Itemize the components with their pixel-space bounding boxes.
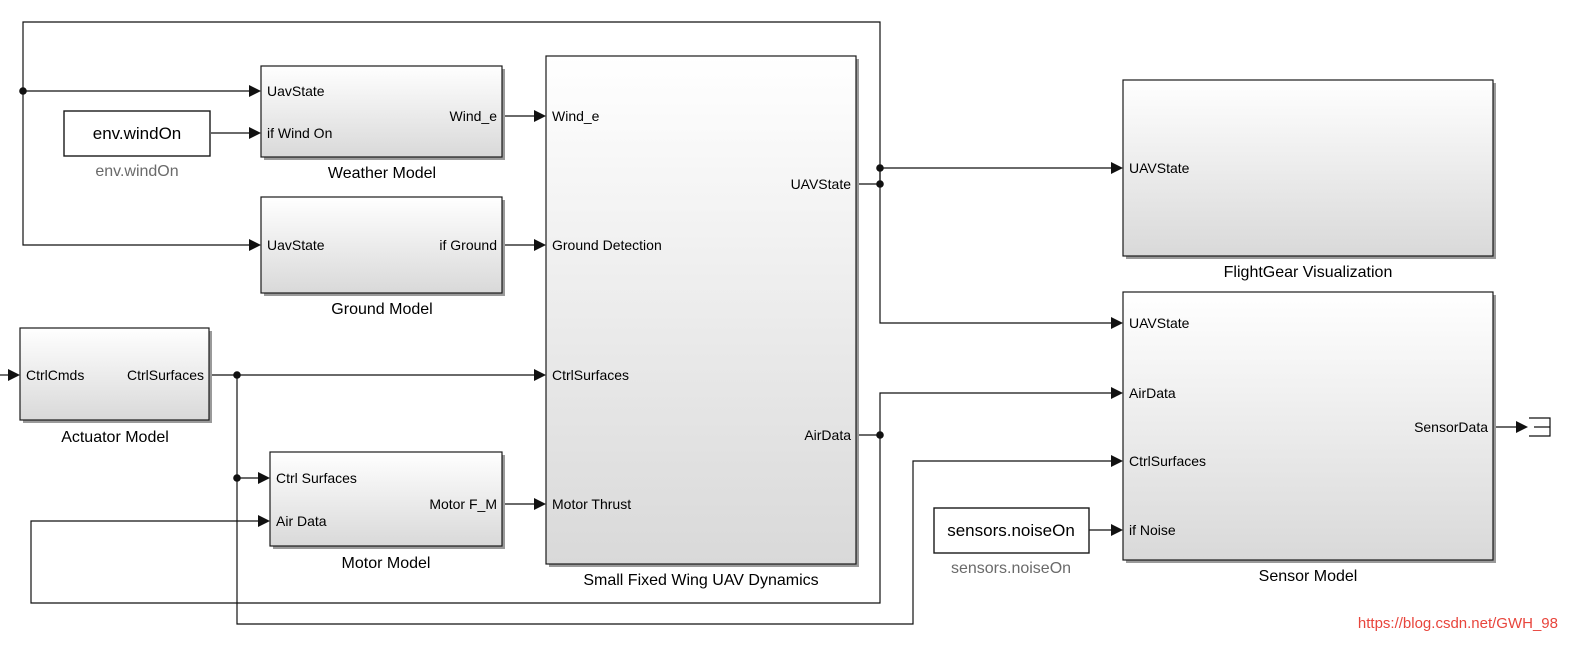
- arrowhead: [249, 85, 261, 97]
- dynamics-out-airdata-port: AirData: [804, 427, 851, 443]
- arrowhead: [1111, 455, 1123, 467]
- dynamics-in-motor-port: Motor Thrust: [552, 496, 631, 512]
- terminator-symbol: [1529, 417, 1551, 437]
- dynamics-out-uavstate-port: UAVState: [791, 176, 852, 192]
- branch-dot: [876, 180, 884, 188]
- flightgear-block[interactable]: UAVState FlightGear Visualization: [1122, 79, 1496, 281]
- windon-constant-block[interactable]: env.windOn env.windOn: [63, 110, 211, 180]
- motor-model-block[interactable]: Ctrl Surfaces Air Data Motor F_M Motor M…: [269, 451, 505, 572]
- arrowhead: [258, 472, 270, 484]
- weather-out-wind-port: Wind_e: [450, 108, 498, 124]
- uav-dynamics-block[interactable]: Wind_e Ground Detection CtrlSurfaces Mot…: [545, 55, 859, 589]
- signal-lines: [0, 21, 1516, 625]
- actuator-out-ctrlsurfaces-port: CtrlSurfaces: [127, 367, 204, 383]
- sensor-model-label: Sensor Model: [1259, 568, 1358, 585]
- motor-in-ctrlsurfaces-port: Ctrl Surfaces: [276, 470, 357, 486]
- sensor-in-noise-port: if Noise: [1129, 522, 1176, 538]
- noiseon-constant-label: sensors.noiseOn: [951, 560, 1071, 577]
- branch-points: [19, 87, 884, 482]
- terminator-block[interactable]: [1529, 417, 1551, 437]
- flightgear-in-uavstate-port: UAVState: [1129, 160, 1190, 176]
- sensor-in-uavstate-port: UAVState: [1129, 315, 1190, 331]
- branch-dot: [876, 431, 884, 439]
- arrowhead: [1111, 524, 1123, 536]
- branch-dot: [876, 164, 884, 172]
- windon-constant-value: env.windOn: [93, 124, 182, 143]
- noiseon-constant-block[interactable]: sensors.noiseOn sensors.noiseOn: [933, 507, 1090, 577]
- windon-constant-label: env.windOn: [95, 163, 178, 180]
- weather-in-uavstate-port: UavState: [267, 83, 325, 99]
- motor-in-airdata-port: Air Data: [276, 513, 327, 529]
- dynamics-in-wind-port: Wind_e: [552, 108, 600, 124]
- arrowhead: [534, 110, 546, 122]
- branch-dot: [233, 474, 241, 482]
- actuator-in-ctrlcmds-port: CtrlCmds: [26, 367, 84, 383]
- weather-in-windon-port: if Wind On: [267, 125, 332, 141]
- arrowhead: [534, 239, 546, 251]
- arrowhead: [1111, 387, 1123, 399]
- arrowhead: [249, 239, 261, 251]
- arrowheads: [8, 85, 1528, 536]
- arrowhead: [534, 498, 546, 510]
- actuator-model-label: Actuator Model: [61, 429, 169, 446]
- arrowhead: [258, 515, 270, 527]
- arrowhead: [1516, 421, 1528, 433]
- motor-model-label: Motor Model: [342, 555, 431, 572]
- arrowhead: [534, 369, 546, 381]
- wire-uavstate-out[interactable]: [857, 167, 1111, 324]
- ground-model-label: Ground Model: [331, 301, 432, 318]
- sensor-in-ctrlsurfaces-port: CtrlSurfaces: [1129, 453, 1206, 469]
- ground-in-uavstate-port: UavState: [267, 237, 325, 253]
- weather-model-label: Weather Model: [328, 165, 436, 182]
- uav-dynamics-label: Small Fixed Wing UAV Dynamics: [583, 572, 818, 589]
- motor-out-port: Motor F_M: [429, 496, 497, 512]
- weather-model-block[interactable]: UavState if Wind On Wind_e Weather Model: [260, 65, 505, 182]
- sensor-in-airdata-port: AirData: [1129, 385, 1176, 401]
- watermark-text: https://blog.csdn.net/GWH_98: [1358, 615, 1558, 632]
- wire-airdata[interactable]: [30, 392, 1111, 604]
- flightgear-label: FlightGear Visualization: [1224, 264, 1393, 281]
- arrowhead: [1111, 317, 1123, 329]
- wire-uavstate-feedback[interactable]: [22, 21, 881, 246]
- arrowhead: [8, 369, 20, 381]
- noiseon-constant-value: sensors.noiseOn: [947, 521, 1075, 540]
- branch-dot: [19, 87, 27, 95]
- sensor-out-sensordata-port: SensorData: [1414, 419, 1488, 435]
- dynamics-in-ground-port: Ground Detection: [552, 237, 662, 253]
- actuator-model-block[interactable]: CtrlCmds CtrlSurfaces Actuator Model: [19, 327, 212, 446]
- dynamics-in-ctrlsurfaces-port: CtrlSurfaces: [552, 367, 629, 383]
- ground-model-block[interactable]: UavState if Ground Ground Model: [260, 196, 505, 318]
- arrowhead: [1111, 162, 1123, 174]
- arrowhead: [249, 127, 261, 139]
- ground-out-port: if Ground: [439, 237, 497, 253]
- branch-dot: [233, 371, 241, 379]
- sensor-model-block[interactable]: UAVState AirData CtrlSurfaces if Noise S…: [1122, 291, 1496, 585]
